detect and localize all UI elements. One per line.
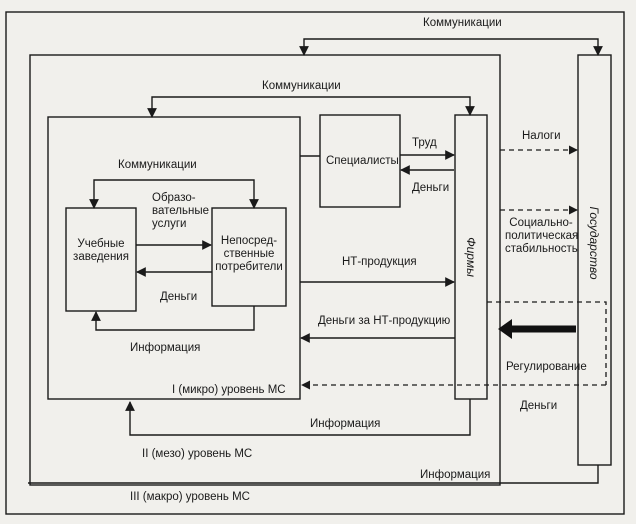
info-inner-label: Информация <box>130 342 201 354</box>
regulation-label: Регулирование <box>506 361 587 373</box>
educational-services-label: Образо- вательные услуги <box>152 192 209 230</box>
state-label: Государство <box>587 206 601 280</box>
comm-inner-label: Коммуникации <box>118 159 197 171</box>
regulation-arrow-head <box>498 319 512 339</box>
comm-mid-label: Коммуникации <box>262 80 341 92</box>
info-inner-arrow <box>91 306 255 331</box>
comm-top-label: Коммуникации <box>423 17 502 29</box>
level-meso-label: II (мезо) уровень МС <box>142 448 253 460</box>
regulation-dashed-line <box>487 301 607 385</box>
comm-inner-arrow <box>89 179 259 209</box>
outer-frame <box>5 11 625 515</box>
money-products-label: Деньги за НТ-продукцию <box>318 315 451 327</box>
taxes-label: Налоги <box>522 130 561 142</box>
money-specialists-label: Деньги <box>412 182 450 194</box>
social-stability-label: Социально- политическая стабильность <box>505 217 579 255</box>
info-mid-label: Информация <box>310 418 381 430</box>
direct-consumers-label: Непосред- ственные потребители <box>215 235 283 273</box>
firms-label: Фирмы <box>464 237 478 277</box>
info-mid-arrow <box>125 399 471 436</box>
level-macro-label: III (макро) уровень МС <box>130 491 250 503</box>
money-state-label: Деньги <box>520 400 558 412</box>
money-inner-label: Деньги <box>160 291 198 303</box>
macro-level-boundary <box>29 54 501 486</box>
level-micro-label: I (микро) уровень МС <box>172 384 286 396</box>
products-label: НТ-продукция <box>342 256 417 268</box>
comm-top-arrow <box>299 38 603 56</box>
specialists-label: Специалисты <box>326 155 399 167</box>
educational-institutions-label: Учебные заведения <box>73 238 129 263</box>
info-outer-label: Информация <box>420 469 491 481</box>
labor-label: Труд <box>412 137 437 149</box>
info-outer-line <box>28 465 599 484</box>
comm-mid-arrow <box>147 96 475 118</box>
